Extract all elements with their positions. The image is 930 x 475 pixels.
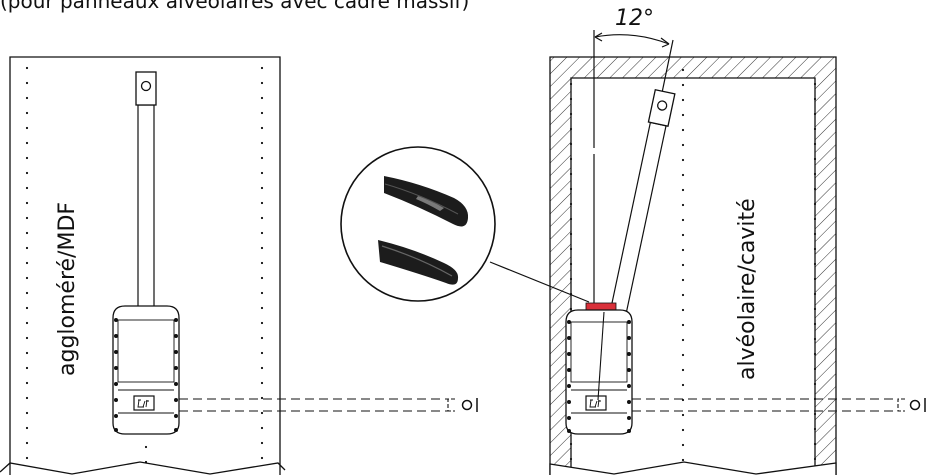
detail-spacer-piece-bottom	[378, 240, 459, 285]
left-panel: aggloméré/MDF	[0, 56, 478, 475]
right-panel: 12°	[549, 6, 926, 475]
left-break-line	[0, 461, 286, 475]
right-break-line	[549, 461, 837, 475]
right-side-view-pivot-icon	[909, 399, 921, 411]
right-frame-inner	[570, 77, 816, 475]
right-material-label: alvéolaire/cavité	[735, 198, 760, 380]
left-hinge-body	[112, 305, 180, 435]
left-arm-pivot-icon	[140, 80, 152, 92]
angle-label: 12°	[615, 6, 654, 31]
left-panel-outline	[9, 56, 281, 475]
red-spacer-cap	[585, 302, 617, 311]
caption-text: (pour panneaux alvéolaires avec cadre ma…	[0, 0, 469, 13]
right-frame-outer	[549, 56, 837, 475]
right-arm	[609, 88, 676, 315]
detail-spacer-piece-top	[384, 176, 469, 227]
right-hinge-body	[565, 309, 633, 435]
detail-magnifier-circle	[340, 146, 496, 302]
right-side-view	[897, 398, 926, 412]
left-material-label: aggloméré/MDF	[55, 202, 80, 376]
left-side-view	[447, 398, 478, 412]
detail-callout	[340, 146, 590, 303]
callout-leader-line	[489, 261, 590, 303]
right-arm-pivot-icon	[657, 100, 668, 111]
left-arm	[137, 104, 155, 311]
left-side-view-pivot-icon	[461, 399, 473, 411]
left-arm-bracket	[135, 71, 157, 106]
